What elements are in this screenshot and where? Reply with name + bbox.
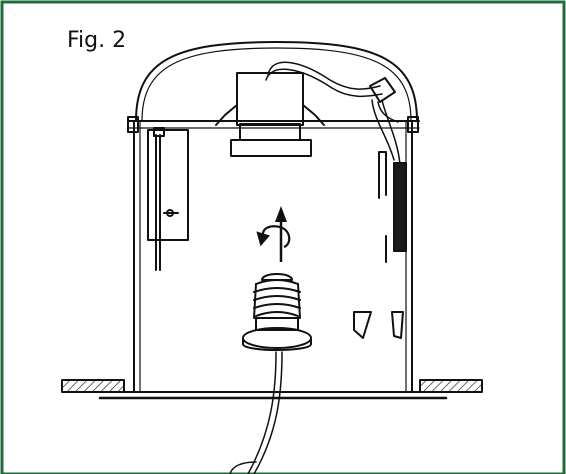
junction-box <box>236 72 304 126</box>
ceiling-right <box>419 379 483 393</box>
lower-clip-right <box>391 311 404 339</box>
socket-cord <box>247 351 277 474</box>
rotate-arrow-icon <box>256 225 291 249</box>
thermal-strip <box>393 162 407 252</box>
ceiling-left <box>61 379 125 393</box>
housing-dome <box>135 41 418 122</box>
lower-clip-left <box>353 311 372 339</box>
figure-label: Fig. 2 <box>67 28 127 53</box>
top-wires <box>267 61 381 90</box>
lamp-socket <box>242 273 312 351</box>
up-arrow-icon <box>275 206 287 262</box>
left-bracket <box>147 129 189 241</box>
right-clip <box>378 151 387 199</box>
wire-connector <box>369 77 396 103</box>
